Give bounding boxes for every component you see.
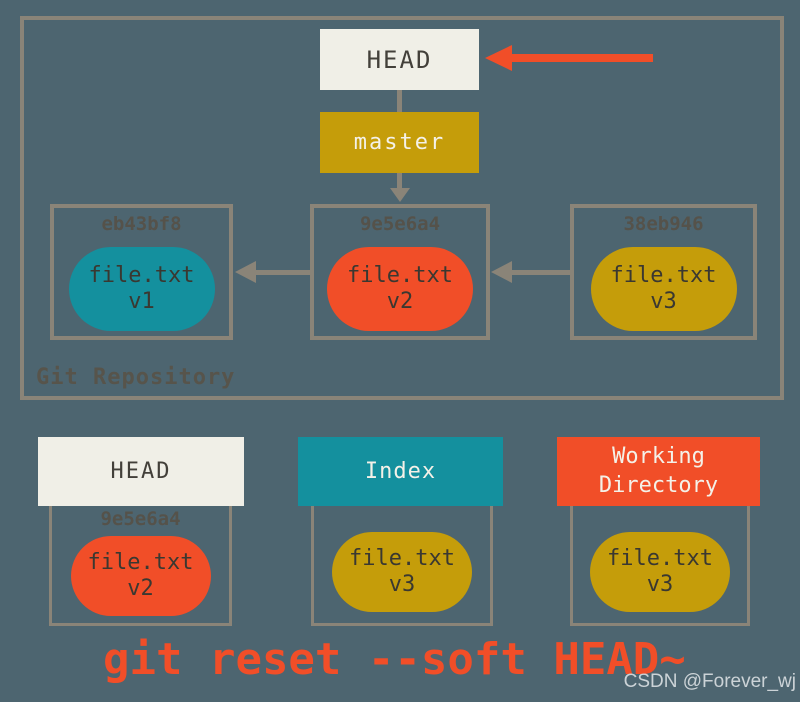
index-area-title: Index	[364, 459, 437, 484]
file-version: v3	[388, 572, 416, 597]
commit-box-eb43bf8: eb43bf8 file.txt v1	[50, 204, 233, 340]
working-directory-area-body: file.txt v3	[570, 506, 750, 626]
file-version: v3	[646, 572, 674, 597]
head-area-body: 9e5e6a4 file.txt v2	[49, 506, 232, 626]
file-name: file.txt	[607, 546, 713, 572]
head-to-master-line	[397, 90, 402, 112]
file-name: file.txt	[610, 263, 717, 289]
master-to-commit-line	[397, 173, 402, 189]
git-repository-label: Git Repository	[36, 365, 236, 390]
file-name: file.txt	[88, 263, 195, 289]
commit-box-38eb946: 38eb946 file.txt v3	[570, 204, 757, 340]
arrow-left-icon	[235, 261, 256, 283]
head-ref-label: HEAD	[366, 45, 433, 74]
file-snapshot-blob: file.txt v2	[70, 536, 211, 616]
watermark-text: CSDN @Forever_wj	[623, 671, 796, 692]
file-snapshot-blob: file.txt v3	[332, 532, 472, 612]
index-area-header: Index	[298, 437, 503, 506]
head-area-header: HEAD	[38, 437, 244, 506]
file-name: file.txt	[87, 550, 194, 576]
commit-parent-line	[255, 270, 310, 275]
file-version: v2	[127, 576, 154, 601]
command-text: git reset --soft HEAD~	[103, 634, 686, 685]
commit-parent-line	[511, 270, 570, 275]
file-name: file.txt	[347, 263, 453, 289]
head-area-title: HEAD	[110, 459, 172, 484]
commit-box-9e5e6a4: 9e5e6a4 file.txt v2	[310, 204, 490, 340]
working-directory-area-header: Working Directory	[557, 437, 760, 506]
arrow-down-icon	[390, 188, 410, 202]
head-pointer-arrow-body	[511, 54, 653, 62]
arrow-left-icon	[491, 261, 512, 283]
index-area-body: file.txt v3	[311, 506, 493, 626]
master-branch-label: master	[353, 130, 446, 155]
head-ref-box: HEAD	[320, 29, 479, 90]
file-snapshot-blob: file.txt v3	[590, 247, 737, 331]
file-name: file.txt	[349, 546, 455, 572]
file-snapshot-blob: file.txt v3	[590, 532, 730, 612]
commit-hash: 9e5e6a4	[100, 508, 181, 530]
head-pointer-arrow-icon	[485, 45, 512, 71]
file-snapshot-blob: file.txt v2	[327, 247, 473, 331]
git-repository-box: Git Repository	[20, 16, 784, 400]
file-snapshot-blob: file.txt v1	[68, 247, 215, 331]
file-version: v2	[386, 289, 414, 314]
working-directory-area-title: Working Directory	[598, 443, 719, 498]
master-branch-box: master	[320, 112, 479, 173]
commit-hash: eb43bf8	[101, 213, 182, 235]
commit-hash: 38eb946	[623, 213, 704, 235]
commit-hash: 9e5e6a4	[359, 213, 441, 235]
file-version: v3	[650, 289, 677, 314]
file-version: v1	[128, 289, 155, 314]
